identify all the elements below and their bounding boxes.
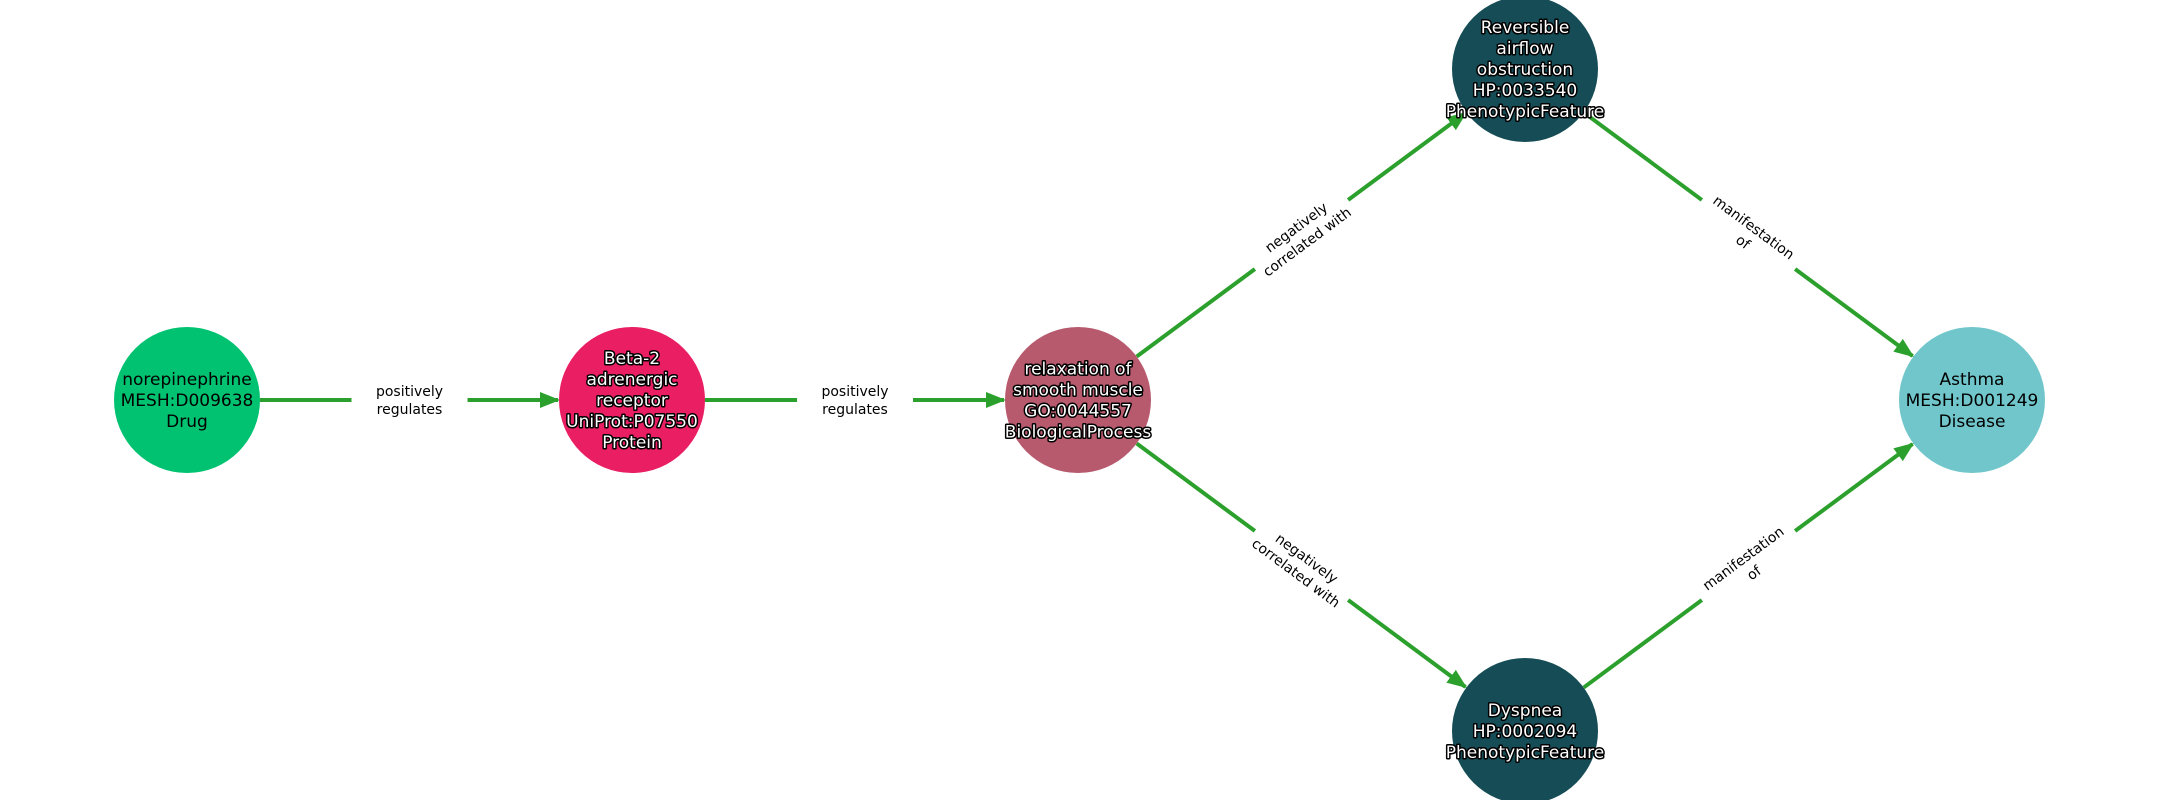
edge-label-line: positively: [376, 384, 443, 400]
node-label-line: adrenergic: [586, 370, 677, 390]
node-label-line: airflow: [1496, 39, 1553, 59]
node-label-line: Reversible: [1481, 18, 1570, 38]
node-label-line: Disease: [1939, 412, 2006, 432]
node-label-line: relaxation of: [1024, 360, 1132, 380]
node-circle: [1899, 327, 2045, 473]
edge-beta2-relaxation: positively regulates: [705, 380, 1006, 420]
node-circle: [1005, 327, 1151, 473]
node-label-line: MESH:D001249: [1906, 391, 2039, 411]
node-label-line: BiologicalProcess: [1005, 423, 1152, 443]
node-label-line: HP:0033540: [1473, 81, 1577, 101]
edge-label-line: regulates: [822, 402, 888, 418]
node-label-line: HP:0002094: [1473, 722, 1577, 742]
node-label-line: Drug: [166, 412, 208, 432]
node-circle: [114, 327, 260, 473]
node-label-line: obstruction: [1477, 60, 1573, 80]
node-label-line: smooth muscle: [1013, 381, 1143, 401]
edge-label-line: positively: [821, 384, 888, 400]
edge-norepinephrine-beta2: positively regulates: [260, 380, 560, 420]
node-beta2[interactable]: Beta-2adrenergicreceptorUniProt:P07550Pr…: [559, 327, 705, 473]
node-label-line: Dyspnea: [1488, 701, 1562, 721]
node-label-line: MESH:D009638: [121, 391, 254, 411]
node-circle: [1452, 0, 1598, 142]
edge-label: positively regulates: [351, 380, 468, 420]
node-label-line: Protein: [602, 433, 662, 453]
node-label-line: receptor: [596, 391, 668, 411]
node-label-line: UniProt:P07550: [566, 412, 698, 432]
edge-label-line: regulates: [377, 402, 443, 418]
node-reversible[interactable]: ReversibleairflowobstructionHP:0033540Ph…: [1444, 0, 1606, 142]
edge-label: positively regulates: [797, 380, 913, 420]
node-circle: [1452, 658, 1598, 800]
node-label-line: PhenotypicFeature: [1446, 743, 1605, 763]
node-label-line: Beta-2: [604, 349, 660, 369]
node-label-line: GO:0044557: [1024, 402, 1132, 422]
node-circle: [559, 327, 705, 473]
node-label-line: Asthma: [1940, 370, 2005, 390]
node-label-line: PhenotypicFeature: [1446, 102, 1605, 122]
node-label-line: norepinephrine: [122, 370, 252, 390]
